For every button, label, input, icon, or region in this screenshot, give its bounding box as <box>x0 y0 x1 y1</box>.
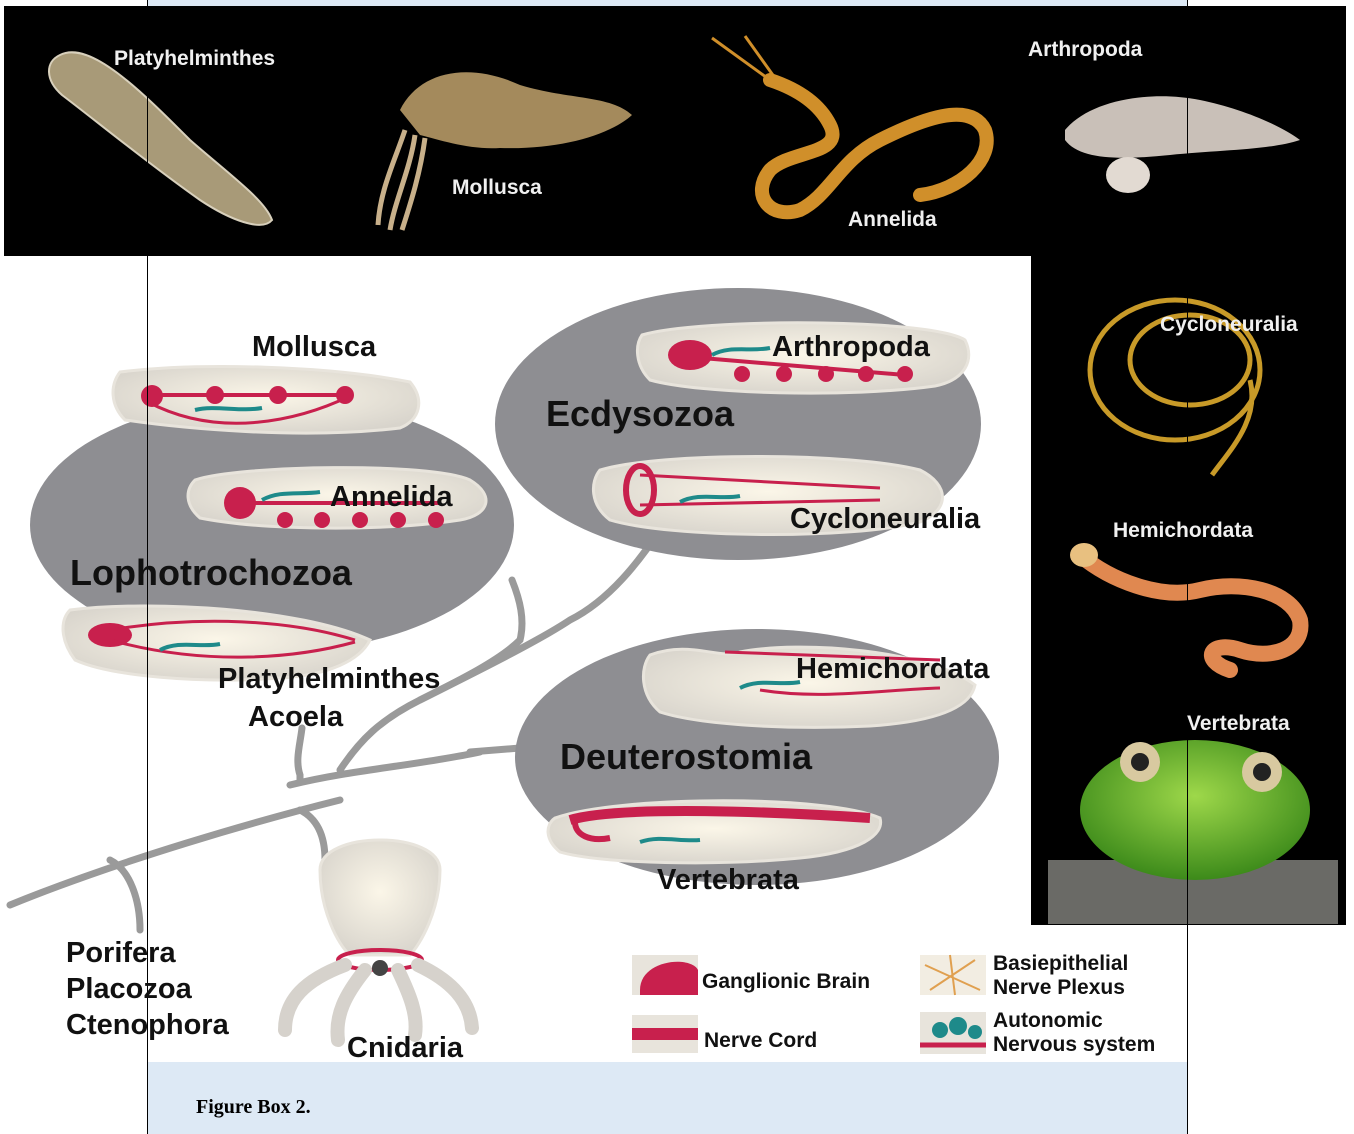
frog-photo <box>1048 740 1338 924</box>
legend-basiepithelial-line2: Nerve Plexus <box>993 976 1125 1000</box>
acorn-worm-photo <box>1070 543 1300 670</box>
photo-label-platyhelminthes: Platyhelminthes <box>114 47 275 71</box>
label-arthropoda: Arthropoda <box>772 331 930 364</box>
label-hemichordata: Hemichordata <box>796 653 989 686</box>
vertebrata-schematic <box>548 801 881 863</box>
cnidaria-schematic <box>285 840 472 1040</box>
photo-label-arthropoda: Arthropoda <box>1028 38 1142 62</box>
amphipod-photo <box>1065 96 1300 193</box>
label-cycloneuralia: Cycloneuralia <box>790 503 980 536</box>
label-lophotrochozoa: Lophotrochozoa <box>70 552 352 594</box>
label-ecdysozoa: Ecdysozoa <box>546 393 734 435</box>
legend-autonomic-line2: Nervous system <box>993 1033 1155 1057</box>
photo-label-cycloneuralia: Cycloneuralia <box>1160 313 1298 337</box>
cuttlefish-photo <box>378 72 632 230</box>
figure-caption: Figure Box 2. <box>196 1096 311 1119</box>
right-rule <box>1187 0 1188 1134</box>
autonomic-nervous-system-icon <box>920 1012 986 1054</box>
label-deuterostomia: Deuterostomia <box>560 736 812 778</box>
photo-label-annelida: Annelida <box>848 208 937 232</box>
legend-ganglionic-brain: Ganglionic Brain <box>702 970 870 994</box>
nerve-cord-icon <box>632 1015 698 1053</box>
legend-basiepithelial-line1: Basiepithelial <box>993 952 1128 976</box>
mollusca-schematic <box>113 367 419 434</box>
label-ctenophora: Ctenophora <box>66 1009 229 1042</box>
legend-nerve-cord: Nerve Cord <box>704 1029 817 1053</box>
label-annelida: Annelida <box>330 481 452 514</box>
polychaete-photo <box>712 36 987 212</box>
photo-label-mollusca: Mollusca <box>452 176 542 200</box>
ganglionic-brain-icon <box>632 955 698 995</box>
flatworm-photo <box>49 52 272 224</box>
label-vertebrata: Vertebrata <box>657 864 799 897</box>
label-acoela: Acoela <box>248 701 343 734</box>
label-platyhelminthes: Platyhelminthes <box>218 663 440 696</box>
label-cnidaria: Cnidaria <box>347 1032 463 1065</box>
label-porifera: Porifera <box>66 937 176 970</box>
photo-label-hemichordata: Hemichordata <box>1113 519 1253 543</box>
nerve-plexus-icon <box>920 955 986 995</box>
photo-label-vertebrata: Vertebrata <box>1187 712 1290 736</box>
label-placozoa: Placozoa <box>66 973 192 1006</box>
label-mollusca: Mollusca <box>252 331 376 364</box>
legend-autonomic-line1: Autonomic <box>993 1009 1103 1033</box>
